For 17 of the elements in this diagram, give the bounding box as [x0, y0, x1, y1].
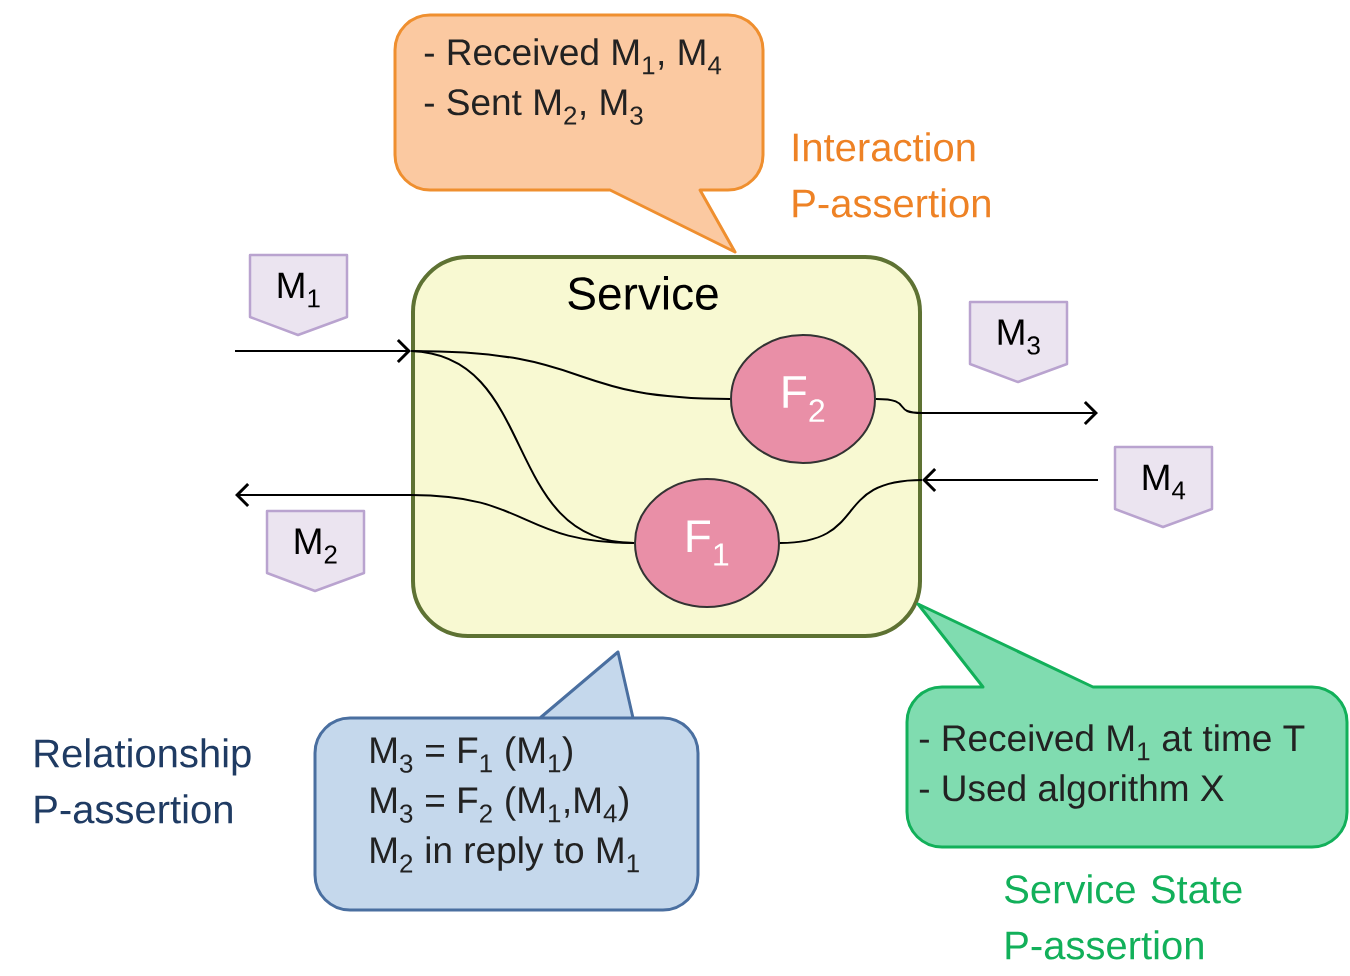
arrow [921, 400, 1098, 426]
arrow [922, 467, 1099, 493]
message-tag: M$_{1}$ [248, 253, 349, 337]
speech-bubble: - Received M$_{1}$ at time T - Used algorithm X [905, 602, 1349, 849]
connector-line [875, 398, 923, 414]
callout-title: Relationship P-assertion [35, 738, 251, 824]
message-tag: M$_{4}$ [1113, 445, 1214, 529]
connector-line [779, 479, 923, 544]
connector-line [410, 494, 635, 544]
callout-title: Interaction P-assertion [793, 132, 990, 218]
message-tag: M$_{3}$ [968, 300, 1069, 384]
speech-bubble: - Received M$_{1}$, M$_{4}$ - Sent M$_{2}$, M$_{3}$ [393, 13, 765, 254]
message-tag: M$_{2}$ [265, 509, 366, 593]
callout-title: Service State P-assertion [1005, 874, 1242, 960]
arrow [235, 482, 412, 508]
arrow [234, 338, 411, 364]
speech-bubble: M$_{3}$ = F$_{1}$ (M$_{1}$) M$_{3}$ = F$_{2}$ (M$_{1}$,M$_{4}$) M$_{2}$ in reply to M$_{1}$ [313, 650, 700, 912]
